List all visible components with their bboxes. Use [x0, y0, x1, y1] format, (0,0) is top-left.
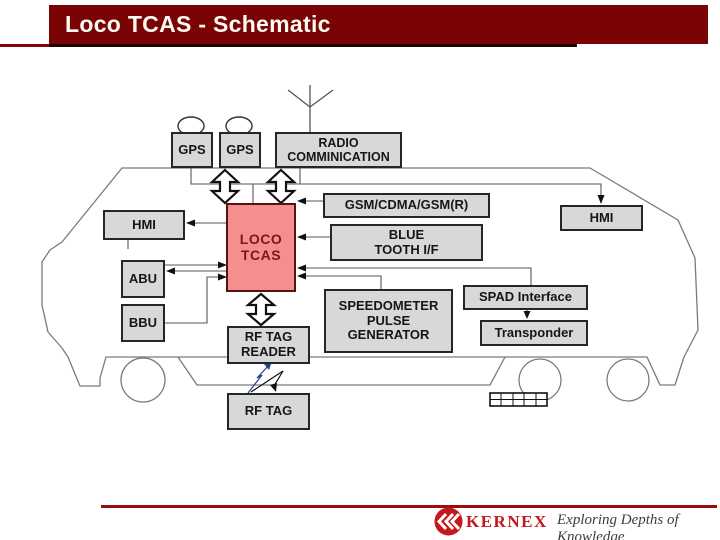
brand-tagline: Exploring Depths of Knowledge — [557, 512, 679, 540]
footer-divider — [101, 505, 717, 508]
node-gsm-cdma: GSM/CDMA/GSM(R) — [323, 193, 490, 218]
node-speedometer-pulse-generator: SPEEDOMETER PULSE GENERATOR — [324, 289, 453, 353]
node-spad-interface: SPAD Interface — [463, 285, 588, 310]
rf-signal-icon — [247, 361, 284, 394]
track-rfid-tag-icon — [489, 392, 548, 407]
connector-lines — [127, 168, 602, 324]
page-title: Loco TCAS - Schematic — [65, 11, 331, 37]
bidirectional-arrow-icon — [209, 168, 297, 327]
node-bbu: BBU — [121, 304, 165, 342]
node-transponder: Transponder — [480, 320, 588, 346]
node-gps-1: GPS — [171, 132, 213, 168]
brand-name: KERNEX — [466, 512, 548, 531]
node-hmi-right: HMI — [560, 205, 643, 231]
locomotive-body — [41, 167, 699, 387]
node-rf-tag: RF TAG — [227, 393, 310, 430]
node-loco-tcas: LOCO TCAS — [226, 203, 296, 292]
title-underline-shadow — [49, 44, 577, 47]
node-bluetooth-interface: BLUE TOOTH I/F — [330, 224, 483, 261]
node-radio-communication: RADIO COMMINICATION — [275, 132, 402, 168]
node-hmi-left: HMI — [103, 210, 185, 240]
wheel — [120, 357, 166, 403]
title-bar: Loco TCAS - Schematic — [49, 5, 708, 44]
locomotive-outline — [41, 167, 699, 403]
kernex-logo-icon — [434, 507, 463, 536]
wheel — [606, 358, 650, 402]
title-underline — [0, 44, 49, 47]
underframe-skirt — [177, 356, 506, 386]
node-rf-tag-reader: RF TAG READER — [227, 326, 310, 364]
node-abu: ABU — [121, 260, 165, 298]
arrowheads — [166, 195, 605, 319]
node-gps-2: GPS — [219, 132, 261, 168]
antenna-icon — [287, 85, 334, 132]
